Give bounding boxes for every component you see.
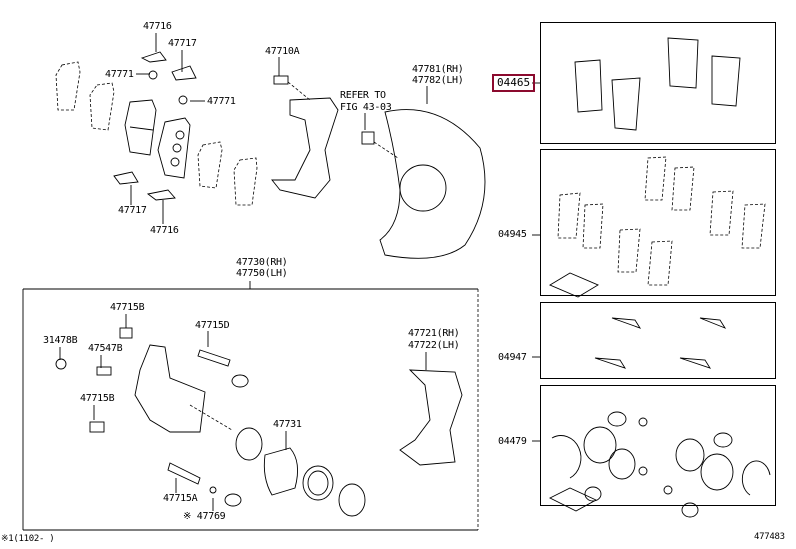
kit-label-04465-selected[interactable]: 04465 — [492, 74, 536, 92]
part-label-47715B[interactable]: 47715B — [80, 393, 115, 404]
part-label-47771[interactable]: 47771 — [105, 69, 134, 80]
part-label-47771[interactable]: 47771 — [207, 96, 236, 107]
part-label-47782[interactable]: 47782(LH) — [412, 75, 464, 86]
brake-pad-drawings — [55, 51, 486, 259]
kit-label-04945[interactable]: 04945 — [498, 229, 527, 240]
kit-box-04465 — [540, 22, 776, 144]
kit-drawings — [548, 37, 771, 518]
part-label-47716[interactable]: 47716 — [150, 225, 179, 236]
part-label-47731[interactable]: 47731 — [273, 419, 302, 430]
kit-label-04947[interactable]: 04947 — [498, 352, 527, 363]
part-label-47547B[interactable]: 47547B — [88, 343, 123, 354]
part-label-47730[interactable]: 47730(RH) — [236, 257, 288, 268]
part-label-47710A[interactable]: 47710A — [265, 46, 300, 57]
part-label-47722[interactable]: 47722(LH) — [408, 340, 460, 351]
part-label-47715B[interactable]: 47715B — [110, 302, 145, 313]
fig-reference-link[interactable]: FIG 43-03 — [340, 102, 392, 113]
kit-label-04479[interactable]: 04479 — [498, 436, 527, 447]
kit-box-04479 — [540, 385, 776, 506]
footnote: ※1(1102- ) — [1, 534, 55, 544]
part-label-47721[interactable]: 47721(RH) — [408, 328, 460, 339]
part-label-47715A[interactable]: 47715A — [163, 493, 198, 504]
part-label-31478B[interactable]: 31478B — [43, 335, 78, 346]
leader-lines — [59, 33, 540, 511]
part-label-47750[interactable]: 47750(LH) — [236, 268, 288, 279]
refer-to-text: REFER TO — [340, 90, 386, 101]
part-label-47715D[interactable]: 47715D — [195, 320, 230, 331]
part-label-47769[interactable]: ※ 47769 — [183, 511, 226, 522]
part-label-47717[interactable]: 47717 — [118, 205, 147, 216]
part-label-47716[interactable]: 47716 — [143, 21, 172, 32]
kit-box-04947 — [540, 302, 776, 379]
caliper-assembly-box — [22, 288, 479, 531]
figure-id: 477483 — [754, 532, 785, 542]
part-label-47717[interactable]: 47717 — [168, 38, 197, 49]
part-label-47781[interactable]: 47781(RH) — [412, 64, 464, 75]
kit-box-04945 — [540, 149, 776, 296]
